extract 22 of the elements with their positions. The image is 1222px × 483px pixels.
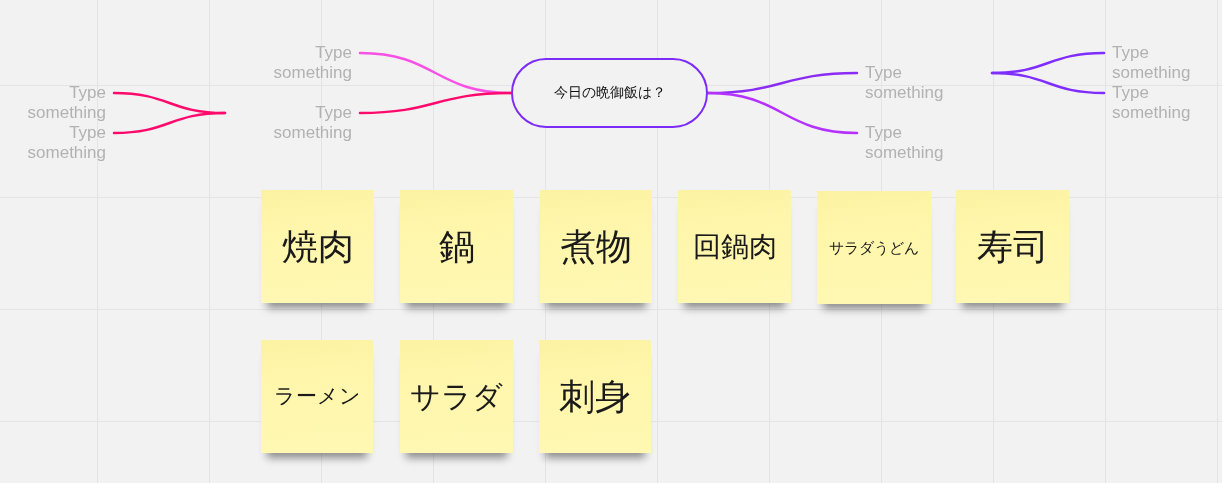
sticky-note: 鍋 bbox=[400, 190, 513, 303]
sticky-note: ラーメン bbox=[261, 340, 373, 453]
topic-text: Type something bbox=[24, 83, 114, 123]
sticky-note: 刺身 bbox=[539, 340, 651, 453]
central-topic: 今日の晩御飯は？ bbox=[511, 58, 708, 128]
sticky-note: 焼肉 bbox=[261, 190, 374, 303]
sticky-note: 寿司 bbox=[956, 190, 1069, 303]
sticky-note: サラダうどん bbox=[817, 191, 931, 304]
sticky-note: サラダ bbox=[400, 340, 513, 453]
branch-line bbox=[706, 91, 859, 135]
topic-text: Type something bbox=[24, 123, 114, 163]
topic-text: Type something bbox=[857, 63, 949, 103]
branch-line bbox=[358, 91, 513, 115]
topic-text: Type something bbox=[1104, 83, 1196, 123]
topic-text: Type something bbox=[1104, 43, 1196, 83]
topic-text: Type something bbox=[270, 103, 360, 143]
topic-text: Type something bbox=[857, 123, 949, 163]
branch-line bbox=[112, 111, 227, 135]
topic-text: Type something bbox=[270, 43, 360, 83]
branch-line bbox=[990, 71, 1106, 95]
sticky-note: 回鍋肉 bbox=[678, 190, 791, 303]
sticky-note: 煮物 bbox=[540, 190, 652, 303]
